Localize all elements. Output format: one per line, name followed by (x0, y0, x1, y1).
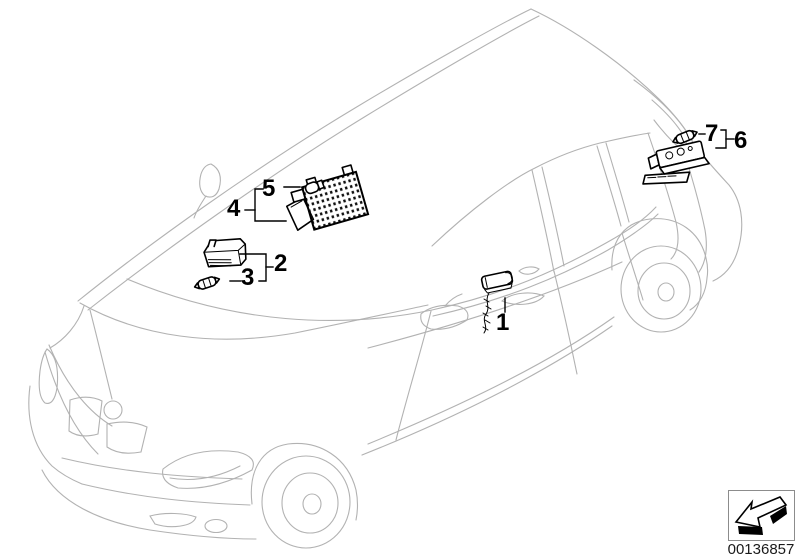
callout-7: 7 (705, 120, 719, 147)
callout-5: 5 (262, 175, 276, 202)
leader-lines (229, 129, 735, 313)
part-2-lamp-housing (203, 238, 247, 268)
callout-1: 1 (496, 309, 510, 336)
stamp-box (728, 490, 795, 541)
car-outline (28, 8, 743, 549)
part-5-wedge-bulb (304, 179, 326, 195)
part-6-luggage-lamp (642, 140, 710, 185)
bracket-4-5 (254, 188, 287, 222)
part-7-festoon-bulb (672, 129, 698, 145)
direction-arrow-icon (734, 496, 788, 535)
part-4-reading-light (285, 164, 370, 231)
part-1-lamp-with-cable (480, 270, 514, 334)
callout-2: 2 (274, 250, 288, 277)
callout-4: 4 (227, 195, 241, 222)
callout-3: 3 (241, 264, 255, 291)
diagram-number: 00136857 (727, 541, 795, 558)
part-1-cable (483, 292, 490, 334)
callout-6: 6 (734, 127, 748, 154)
part-3-festoon-bulb (193, 276, 221, 290)
